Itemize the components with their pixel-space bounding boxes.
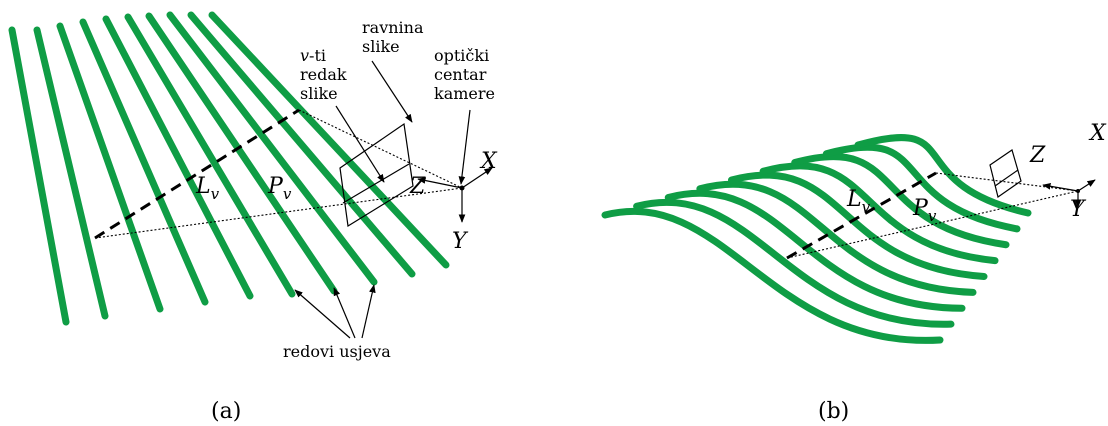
- panel-b: Lv Pv X Y Z (b): [601, 121, 1107, 424]
- crop-row-b-6: [759, 162, 999, 265]
- axis-label-x-a: X: [479, 149, 498, 174]
- axis-x-a: [461, 167, 493, 189]
- crop-row-a-1: [8, 26, 70, 326]
- ray-bottom-a: [94, 187, 463, 239]
- image-plane-a: [339, 122, 414, 227]
- crop-row-a-9: [187, 11, 416, 278]
- optical-center-b: [1076, 189, 1080, 193]
- crop-row-a-2: [33, 26, 109, 320]
- crop-row-b-1: [601, 207, 944, 344]
- label-crop-rows-a: redovi usjeva: [283, 342, 391, 361]
- arrow-optical-center-a: [458, 109, 471, 185]
- image-row-line-a: [94, 108, 300, 240]
- axis-z-b: [1042, 182, 1079, 192]
- optical-center-a: [459, 185, 465, 191]
- image-plane-b: [989, 149, 1022, 198]
- arrow-crop-row-3-a: [361, 284, 376, 339]
- label-image-row-a: v-ti redak slike: [300, 46, 352, 103]
- axis-x-b: [1077, 179, 1096, 192]
- caption-b: (b): [818, 399, 849, 424]
- label-image-plane-a: ravnina slike: [362, 18, 429, 56]
- panel-a: ravnina slike v-ti redak slike optički c…: [8, 11, 498, 424]
- crop-row-b-2: [633, 198, 955, 328]
- symbol-Pv-b: Pv: [912, 196, 937, 225]
- crop-row-b-9: [854, 134, 1032, 217]
- crop-rows-a: [8, 11, 450, 326]
- crop-row-b-5: [728, 171, 988, 280]
- axis-label-y-a: Y: [452, 229, 469, 254]
- crop-row-a-7: [145, 12, 338, 295]
- crop-row-b-3: [664, 189, 966, 312]
- symbol-Lv-a: Lv: [195, 174, 220, 203]
- crop-row-a-3: [56, 22, 164, 313]
- image-plane-row-a: [342, 163, 410, 204]
- crop-row-a-4: [79, 18, 209, 306]
- axis-label-y-b: Y: [1070, 197, 1087, 222]
- symbol-Lv-b: Lv: [846, 187, 871, 216]
- arrow-image-row-a: [335, 105, 385, 183]
- arrow-crop-row-2-a: [333, 287, 356, 339]
- crop-row-b-4: [696, 180, 977, 296]
- crop-row-a-8: [166, 11, 378, 286]
- arrow-crop-row-1-a: [294, 289, 351, 339]
- label-optical-center-a: optički centar kamere: [434, 46, 495, 103]
- crop-row-a-6: [124, 13, 296, 298]
- axis-label-z-b: Z: [1029, 143, 1046, 168]
- crop-row-a-5: [102, 15, 254, 300]
- image-row-line-b: [786, 171, 937, 260]
- crop-rows-b: [601, 134, 1032, 344]
- arrow-image-plane-a: [371, 60, 413, 123]
- image-plane-row-b: [994, 169, 1019, 187]
- ray-bottom-b: [786, 190, 1079, 259]
- crop-row-a-10: [208, 11, 450, 269]
- symbol-Pv-a: Pv: [267, 174, 292, 203]
- axis-z-a: [417, 177, 463, 189]
- axis-label-x-b: X: [1088, 121, 1107, 146]
- crop-row-b-7: [791, 153, 1010, 249]
- axis-label-z-a: Z: [409, 174, 426, 199]
- caption-a: (a): [211, 399, 241, 424]
